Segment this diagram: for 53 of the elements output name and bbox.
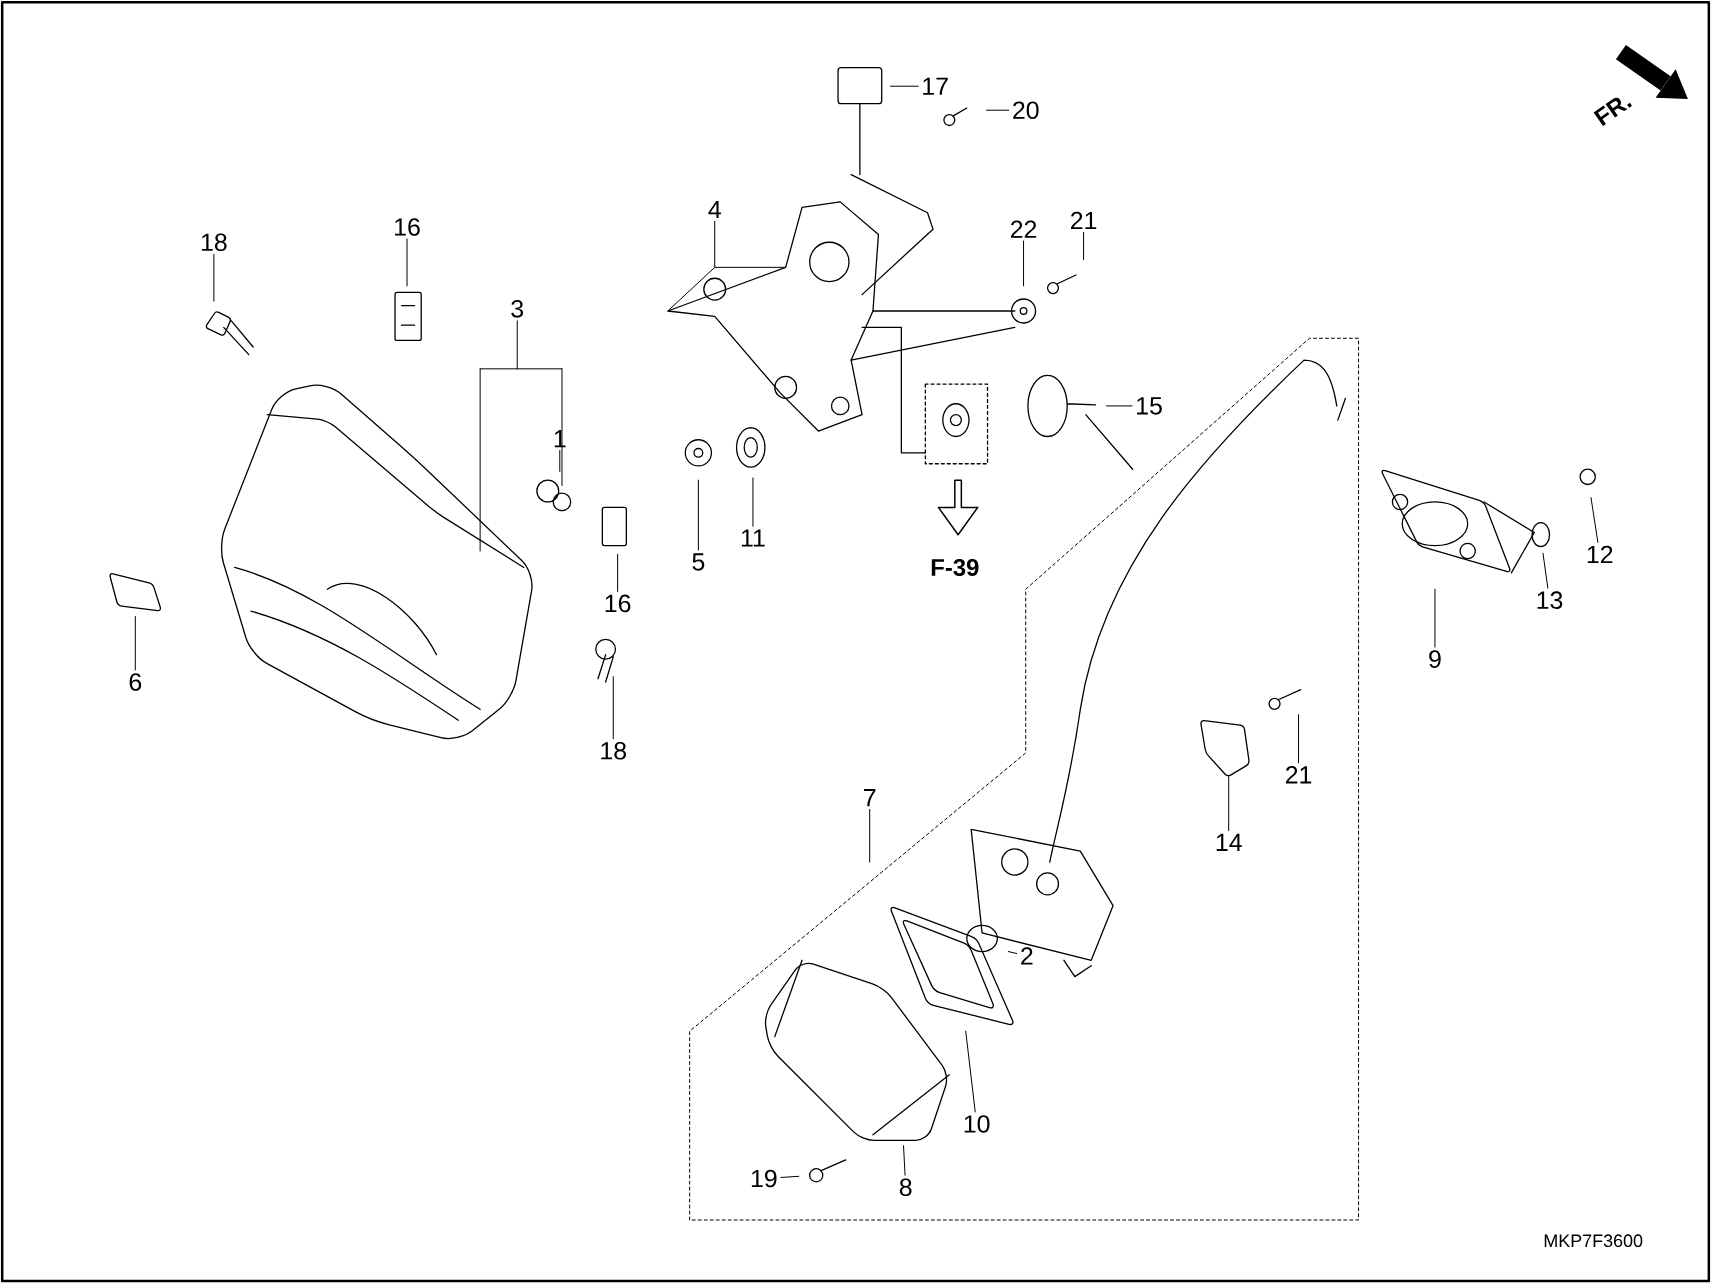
callout-number: 13 xyxy=(1537,591,1563,609)
leader-line xyxy=(559,449,561,472)
callout-number: 9 xyxy=(1429,650,1441,668)
leader-line xyxy=(612,675,614,740)
callout-number: 16 xyxy=(605,594,631,613)
part-code: MKP7F3600 xyxy=(1544,1234,1643,1247)
leader-line xyxy=(1083,231,1085,261)
callout-number: 4 xyxy=(708,200,721,218)
leader-line xyxy=(479,320,563,552)
leader-line xyxy=(1542,552,1549,589)
leader-line xyxy=(985,109,1010,111)
callout-number: 12 xyxy=(1587,545,1613,563)
leader-line xyxy=(617,553,619,592)
callout-number: 6 xyxy=(129,673,142,691)
callout-number: 20 xyxy=(1013,101,1039,119)
callout-number: 3 xyxy=(511,299,524,318)
callout-number: 18 xyxy=(601,741,626,760)
leader-line xyxy=(752,477,754,527)
leader-line xyxy=(965,1030,976,1113)
callout-number: 8 xyxy=(899,1178,912,1196)
callout-number: 7 xyxy=(864,789,876,807)
callout-number: 21 xyxy=(1070,211,1097,229)
callout-number: 10 xyxy=(964,1115,990,1133)
leader-line xyxy=(780,1175,800,1178)
leader-line xyxy=(134,615,136,671)
callout-number: 5 xyxy=(692,553,705,571)
callout-number: 19 xyxy=(751,1169,777,1188)
leader-line xyxy=(1023,240,1025,287)
reference-label: F-39 xyxy=(931,558,979,576)
leader-line xyxy=(1007,950,1018,954)
leader-line xyxy=(697,479,699,551)
callout-number: 1 xyxy=(554,429,566,448)
leader-line xyxy=(869,808,871,863)
leader-line xyxy=(1590,496,1599,543)
callout-number: 18 xyxy=(201,233,227,251)
leader-line xyxy=(1106,405,1133,407)
leader-line xyxy=(406,238,408,287)
callout-number: 14 xyxy=(1216,833,1242,851)
callout-number: 2 xyxy=(1021,947,1033,965)
callout-number: 21 xyxy=(1285,765,1312,784)
callout-number: 17 xyxy=(923,77,948,95)
callout-number: 16 xyxy=(395,218,420,236)
leader-line xyxy=(903,1145,906,1176)
leader-line xyxy=(213,253,215,302)
direction-label: FR. xyxy=(1593,97,1632,126)
callout-number: 15 xyxy=(1137,397,1162,415)
leader-line xyxy=(667,220,787,312)
leader-line xyxy=(1434,588,1436,648)
callout-number: 22 xyxy=(1010,220,1037,238)
leader-line xyxy=(1298,714,1300,764)
leader-line xyxy=(889,85,919,87)
callout-number: 11 xyxy=(741,529,765,547)
leader-line xyxy=(1228,776,1230,832)
